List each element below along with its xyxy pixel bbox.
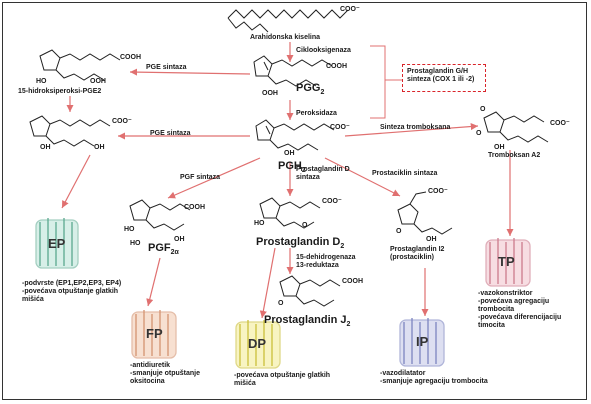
cooh-label-pgg2: COOH [326, 63, 347, 70]
coo-label-pgd2: COO⁻ [322, 198, 342, 205]
pgf2a-label: PGF2α [148, 242, 179, 257]
prostacyclin-label: Prostaglandin I2(prostaciklin) [390, 246, 445, 261]
thromboxane-structure [483, 111, 549, 143]
ep-note: -podvrste (EP1,EP2,EP3, EP4)-povećava ot… [22, 280, 122, 303]
arachidonic-acid-structure [227, 9, 349, 33]
pgd2-label: Prostaglandin D2 [256, 236, 345, 251]
fp-receptor-label: FP [146, 326, 163, 341]
pge-synthase-label-1: PGE sintaza [146, 64, 187, 71]
thromboxane-a2-label: Tromboksan A2 [488, 152, 541, 159]
pgg2-label: PGG2 [296, 82, 325, 97]
prostacyclin-synthase-label: Prostaciklin sintaza [372, 170, 438, 177]
pgf-synthase-label: PGF sintaza [180, 174, 221, 181]
ho-label-hpge2: HO [36, 78, 47, 85]
pgj2-structure [279, 275, 341, 307]
fp-receptor-icon [131, 310, 177, 359]
cooh-label-pgj2: COOH [342, 278, 363, 285]
arrow-pgd2-to-dp [259, 247, 276, 319]
oh-label-txa2: OH [494, 144, 505, 151]
arrow-pge2-to-ep [61, 154, 91, 209]
ep-receptor-icon [35, 218, 79, 269]
arachidonic-acid-label: Arahidonska kiselina [250, 34, 321, 41]
pge-synthase-label-2: PGE sintaza [150, 130, 191, 137]
cooh-label-hpge2: COOH [120, 54, 141, 61]
coo-label-pgi2: COO⁻ [428, 188, 448, 195]
pge2-structure [29, 115, 111, 147]
arrow-pgh2-to-pgf2a [167, 157, 261, 199]
arrow-pgf2a-to-fp [146, 257, 161, 307]
pgh2-structure [255, 119, 335, 151]
ho-label-pgd2: HO [254, 220, 265, 227]
ep-receptor-label: EP [48, 236, 66, 251]
dp-receptor-icon [235, 320, 281, 369]
ip-receptor-icon [399, 318, 445, 367]
arrow-pgh2-to-txa2 [344, 122, 479, 137]
o-label-txa2: O [480, 106, 486, 113]
cox-box-line2: sinteza (COX 1 ili -2) [407, 76, 475, 83]
coo-label-pgh2: COO⁻ [330, 124, 350, 131]
pgd2-structure [259, 197, 321, 229]
ho-label-pgf2a: HO [124, 226, 135, 233]
frame-border [2, 2, 587, 400]
dp-note: -povećava otpuštanje glatkih mišića [234, 372, 331, 387]
dp-receptor-label: DP [248, 336, 267, 351]
oh-label-pgf2a: OH [174, 236, 185, 243]
arrow-pgg2-to-hpge2 [129, 68, 251, 76]
ip-receptor-label: IP [416, 334, 429, 349]
cox-box: Prostaglandin G/H sinteza (COX 1 ili -2) [402, 64, 486, 92]
oh-label-pge2-2: OH [94, 144, 105, 151]
ooh-label-hpge2: OOH [90, 78, 106, 85]
pgj2-label: Prostaglandin J2 [264, 314, 351, 329]
hydroperoxy-pge2-label: 15-hidroksiperoksi-PGE2 [18, 88, 102, 95]
arrow-pgh2-to-pgi2 [324, 157, 401, 197]
o-label-pgd2: O [302, 222, 308, 229]
hydroperoxy-pge2-structure [39, 49, 121, 81]
ip-note: -vazodilatator-smanjuje agregaciju tromb… [380, 370, 488, 385]
coo-label-aa: COO⁻ [340, 6, 360, 13]
coo-label-pge2: COO⁻ [112, 118, 132, 125]
cooh-label-pgf2a: COOH [184, 204, 205, 211]
o-label-pgi2: O [396, 228, 402, 235]
oh-label-pgh2: OH [284, 150, 295, 157]
cox-box-line1: Prostaglandin G/H [407, 68, 469, 75]
coo-label-txa2: COO⁻ [550, 120, 570, 127]
ho-label-pgf2a-2: HO [130, 240, 141, 247]
tp-receptor-label: TP [498, 254, 515, 269]
cox-bracket [370, 45, 402, 119]
o-label-pgj2: O [278, 300, 284, 307]
o-label-txa2-2: O [476, 130, 482, 137]
prostacyclin-structure [397, 191, 453, 235]
cyclooxygenase-label: Ciklooksigenaza [296, 47, 351, 54]
fp-note: -antidiuretik-smanjuje otpuštanje oksito… [130, 362, 201, 385]
thromboxane-synthase-label: Sinteza tromboksana [380, 124, 451, 131]
peroxidase-label: Peroksidaza [296, 110, 337, 117]
oh-label-pgi2: OH [426, 236, 437, 243]
pgf2a-structure [129, 199, 191, 231]
pgg2-structure [253, 55, 333, 87]
pgh2-label: PGH2 [278, 160, 306, 175]
oh-label-pge2-1: OH [40, 144, 51, 151]
tp-receptor-icon [485, 238, 531, 287]
tp-note: -vazokonstriktor-povećava agregaciju tro… [478, 290, 562, 329]
ooh-label: OOH [262, 90, 278, 97]
